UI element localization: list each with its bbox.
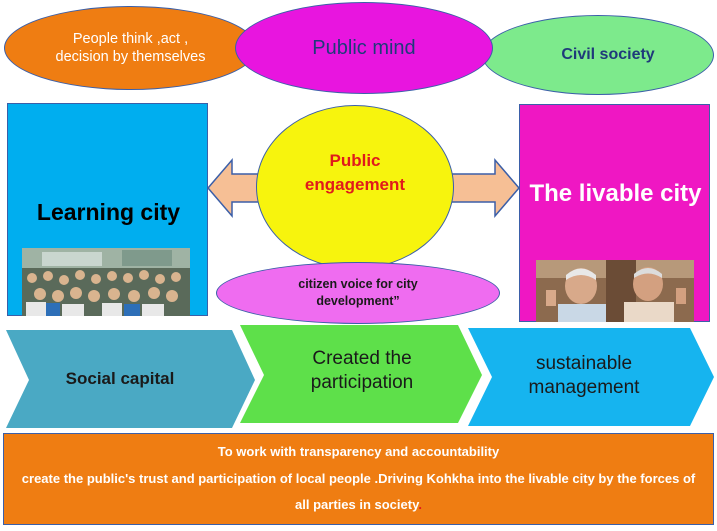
crowd-photo <box>22 248 190 316</box>
people-think-label: People think ,act , decision by themselv… <box>55 31 206 65</box>
chevron-social-capital <box>6 330 255 428</box>
public-mind-ellipse: Public mind <box>235 2 493 94</box>
citizen-voice-label: citizen voice for city development” <box>298 277 418 308</box>
public-mind-label: Public mind <box>312 36 416 59</box>
social-capital-label: Social capital <box>65 369 175 388</box>
summary-line-2-text: create the public's trust and participat… <box>21 471 696 512</box>
public-engagement-label: Public engagement <box>304 151 406 194</box>
chevron-participation <box>240 325 482 423</box>
civil-society-label: Civil society <box>561 46 655 63</box>
summary-line-1: To work with transparency and accountabi… <box>217 444 500 459</box>
people-think-ellipse: People think ,act , decision by themselv… <box>4 6 257 90</box>
participation-label: Created the participation <box>310 348 414 393</box>
summary-line-2: create the public's trust and participat… <box>4 462 713 518</box>
elderly-women-photo <box>536 260 694 322</box>
livable-city-title: The livable city <box>529 180 702 207</box>
civil-society-ellipse: Civil society <box>482 15 714 95</box>
sustainable-management-label: sustainable management <box>528 353 640 398</box>
summary-box: To work with transparency and accountabi… <box>3 433 714 525</box>
public-engagement-ellipse: Public engagement <box>256 105 454 269</box>
learning-city-title: Learning city <box>36 199 181 225</box>
citizen-voice-ellipse: citizen voice for city development” <box>216 262 500 324</box>
summary-end-mark: . <box>418 497 422 512</box>
chevron-sustainable <box>468 328 714 426</box>
